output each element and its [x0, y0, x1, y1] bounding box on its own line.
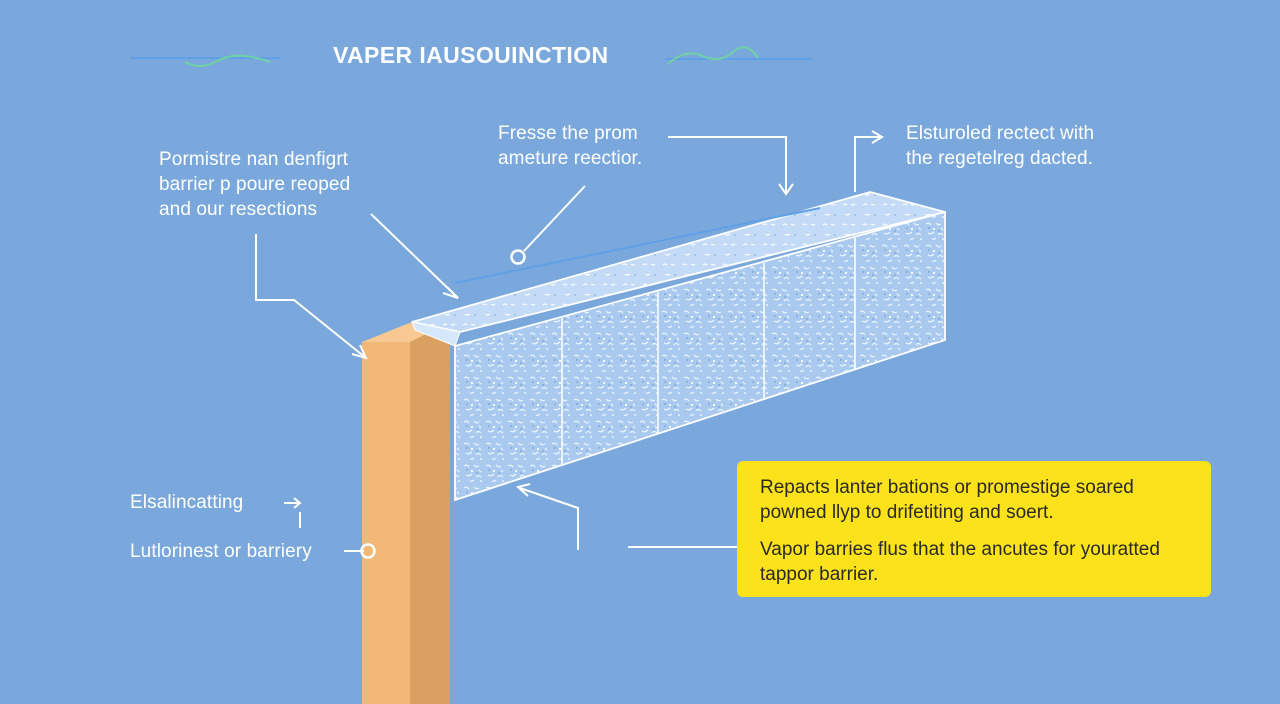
circle-marker-icon — [360, 543, 376, 559]
label-top-center: Fresse the prom ameture reectior. — [498, 121, 642, 171]
callout-line: tappor barrier. — [760, 564, 879, 585]
label-line: the regetelreg dacted. — [906, 148, 1094, 169]
callout-line: powned llyp to drifetiting and soert. — [760, 502, 1054, 523]
circle-marker-icon — [510, 249, 526, 265]
label-line: Elsturoled rectect with — [906, 123, 1095, 144]
leader-lines — [255, 130, 884, 552]
callout-paragraph-1: Repacts lanter bations or promestige soa… — [760, 475, 1193, 525]
label-line: Pormistre nan denfigrt — [159, 149, 349, 170]
label-line: and our resections — [159, 199, 318, 220]
callout-line: Vapor barries flus that the ancutes for … — [760, 539, 1160, 560]
callout-box: Repacts lanter bations or promestige soa… — [737, 461, 1211, 597]
label-top-left: Pormistre nan denfigrt barrier p poure r… — [159, 147, 350, 222]
callout-paragraph-2: Vapor barries flus that the ancutes for … — [760, 537, 1193, 587]
wooden-post — [362, 322, 472, 704]
title-decoration-right — [665, 46, 812, 65]
label-top-right: Elsturoled rectect with the regetelreg d… — [906, 121, 1094, 171]
callout-line: Repacts lanter bations or promestige soa… — [760, 477, 1134, 498]
label-line: ameture reectior. — [498, 148, 643, 169]
label-left-upper: Elsalincatting — [130, 492, 244, 513]
arrow-right-icon — [284, 497, 302, 509]
title-decoration-left — [130, 54, 280, 67]
vapor-barrier-block — [411, 191, 946, 502]
label-line: barrier p poure reoped — [159, 174, 351, 195]
diagram-title: VAPER IAUSOUINCTION — [333, 42, 609, 68]
label-line: Fresse the prom — [498, 123, 638, 144]
label-left-lower: Lutlorinest or barriery — [130, 541, 312, 562]
